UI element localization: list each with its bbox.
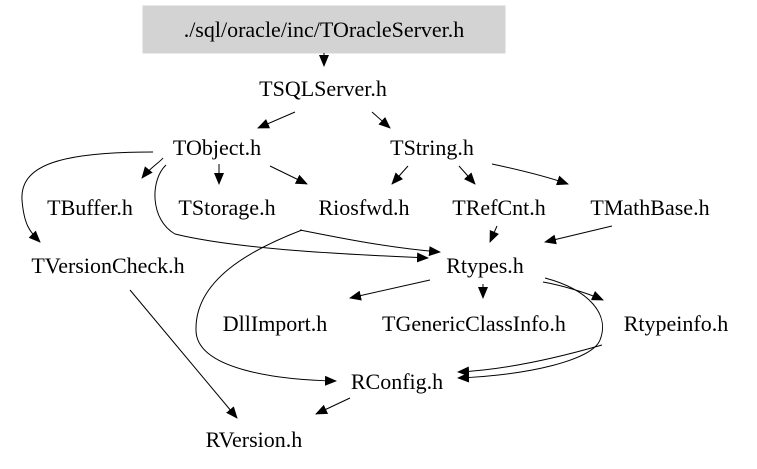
node-tmathbase[interactable]: TMathBase.h [590, 195, 709, 220]
node-tbuffer[interactable]: TBuffer.h [47, 195, 133, 220]
node-tobject[interactable]: TObject.h [173, 135, 261, 160]
edge-riosfwd-rconfig [195, 229, 337, 386]
edge-rconfig-rversion [315, 397, 351, 415]
node-rconfig[interactable]: RConfig.h [351, 369, 443, 394]
edge-tsqlserver-tobject [257, 111, 296, 129]
nodes: ./sql/oracle/inc/TOracleServer.h TSQLSer… [31, 17, 728, 452]
edge-tsqlserver-tstring [371, 111, 391, 129]
node-tstring[interactable]: TString.h [390, 135, 474, 160]
edge-rtypes-rtypeinfo [542, 281, 604, 301]
edge-riosfwd-rtypes [299, 229, 441, 257]
edge-tobject-tversioncheck [21, 151, 154, 243]
edge-tobject-tbuffer [141, 157, 164, 179]
edge-tmathbase-rtypes [544, 225, 613, 245]
edge-rtypes-rconfig [457, 277, 604, 383]
node-rtypes[interactable]: Rtypes.h [446, 253, 524, 278]
node-tgenericclassinfo[interactable]: TGenericClassInfo.h [382, 311, 566, 336]
node-tstorage[interactable]: TStorage.h [178, 195, 275, 220]
node-trefcnt[interactable]: TRefCnt.h [452, 195, 546, 220]
edge-tstring-riosfwd [391, 165, 409, 185]
root-node-box [142, 5, 506, 54]
edge-tobject-riosfwd [269, 165, 308, 185]
edge-tversioncheck-rversion [129, 289, 238, 419]
node-rversion[interactable]: RVersion.h [206, 427, 303, 452]
node-root[interactable]: ./sql/oracle/inc/TOracleServer.h [184, 17, 465, 42]
node-tversioncheck[interactable]: TVersionCheck.h [31, 253, 184, 278]
edge-trefcnt-rtypes [489, 225, 499, 243]
edge-rtypeinfo-rconfig [457, 344, 603, 377]
node-rtypeinfo[interactable]: Rtypeinfo.h [624, 311, 729, 336]
edges [21, 53, 613, 419]
node-dllimport[interactable]: DllImport.h [223, 311, 328, 336]
edge-tstring-tmathbase [491, 163, 569, 186]
edge-tstring-trefcnt [458, 165, 476, 185]
node-tsqlserver[interactable]: TSQLServer.h [259, 76, 387, 101]
edge-rtypes-dllimport [349, 279, 431, 301]
node-riosfwd[interactable]: Riosfwd.h [318, 195, 409, 220]
edge-tobject-rtypes [154, 164, 429, 263]
